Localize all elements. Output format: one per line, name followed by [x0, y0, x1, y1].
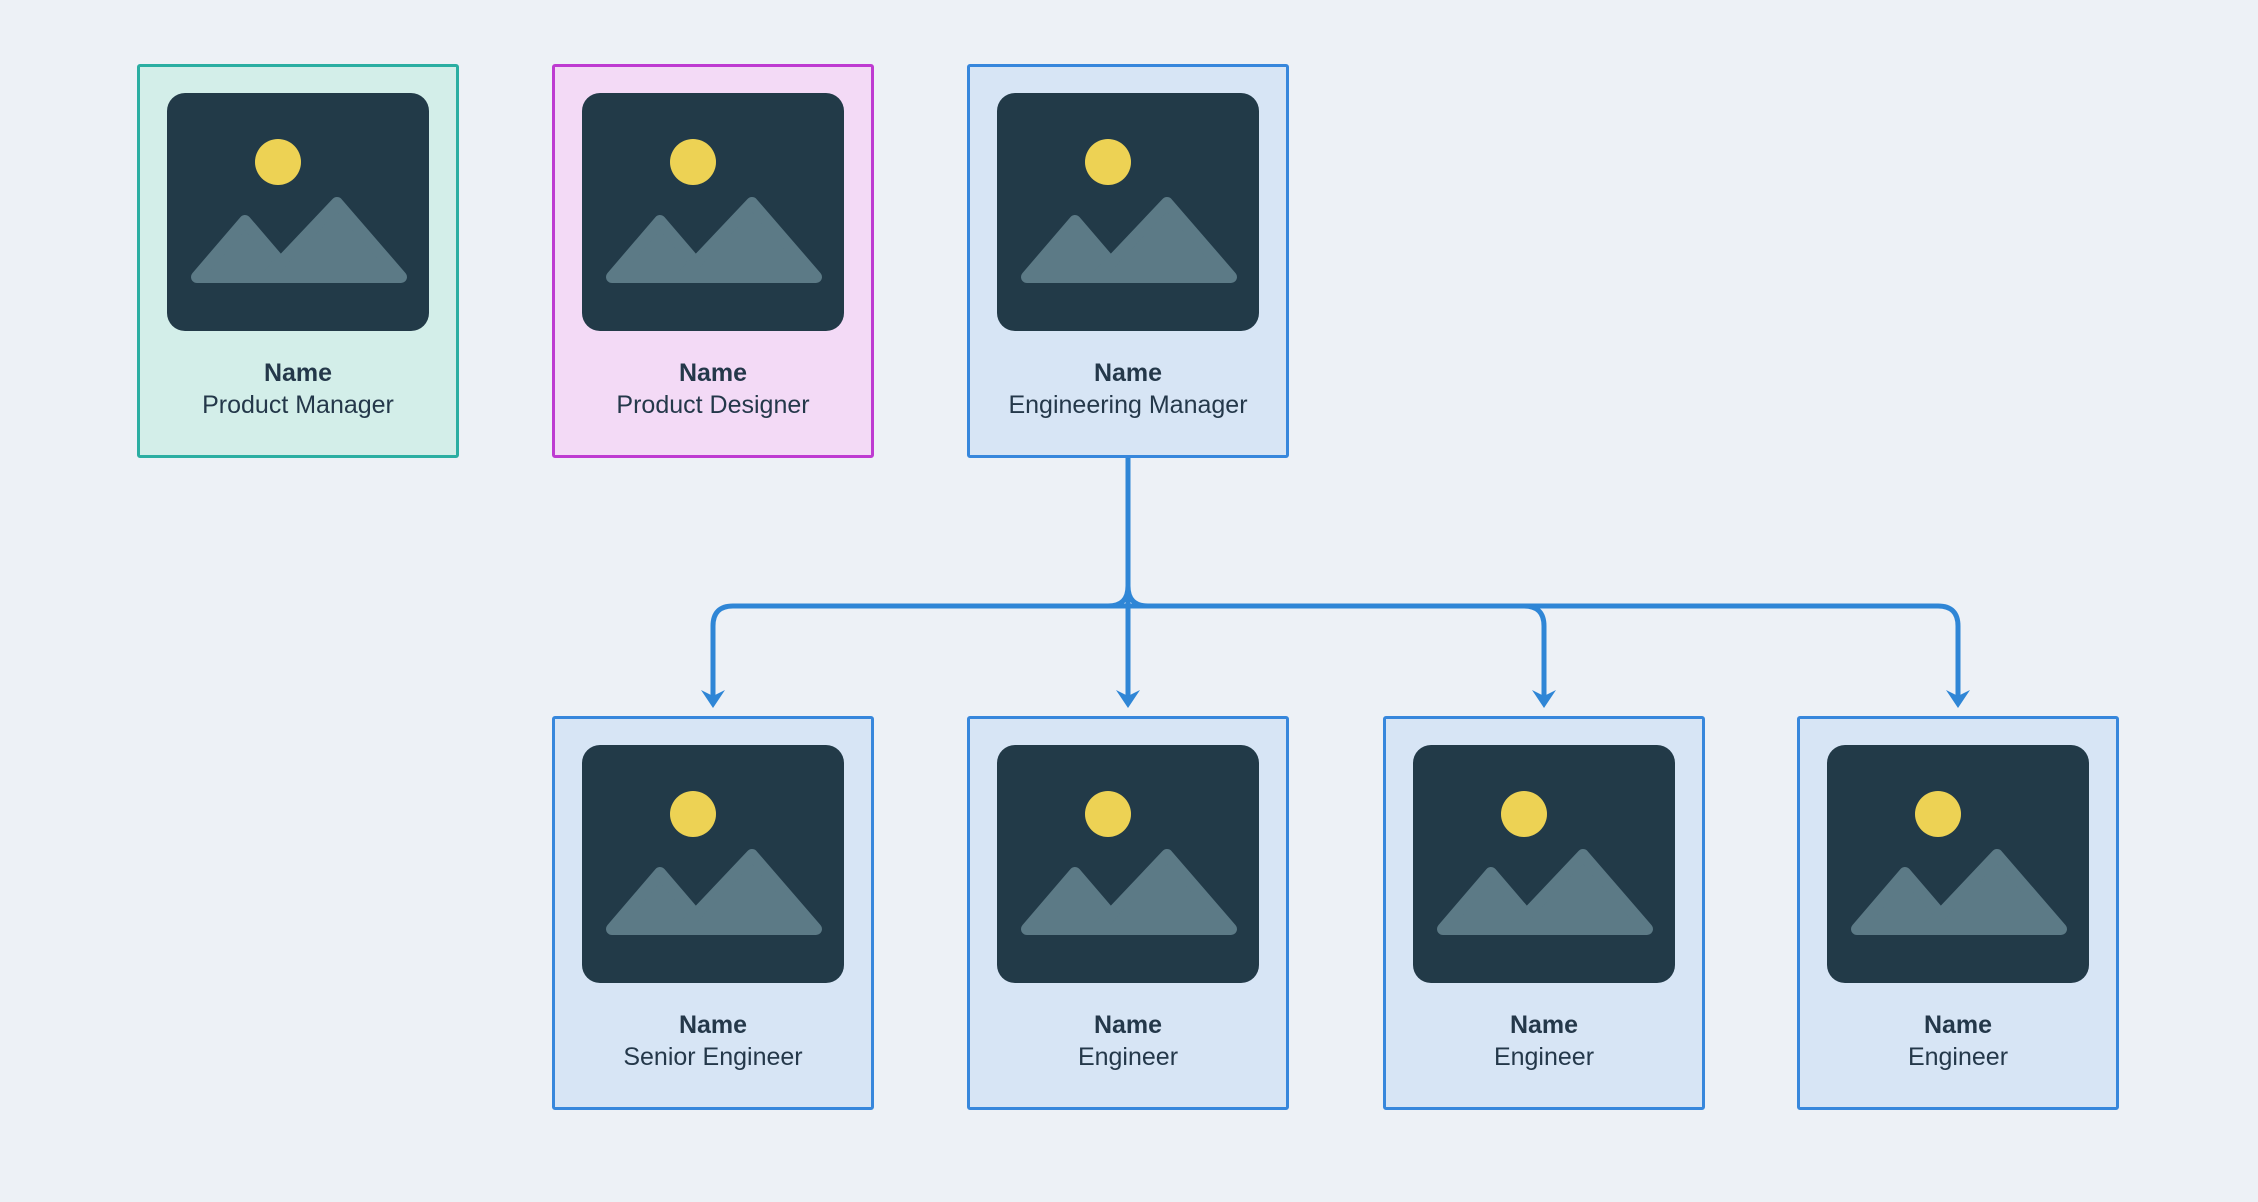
mountain-small-icon: [1437, 867, 1545, 935]
person-card-engineer-3[interactable]: Name Engineer: [1797, 716, 2119, 1110]
image-placeholder-icon: [606, 139, 822, 283]
mountain-small-icon: [191, 215, 299, 283]
mountain-small-icon: [606, 867, 714, 935]
arrowhead-icon: [1532, 690, 1556, 708]
person-name: Name: [678, 359, 748, 387]
person-role: Engineer: [1493, 1043, 1595, 1071]
mountain-small-icon: [1021, 867, 1129, 935]
sun-icon: [670, 791, 716, 837]
image-placeholder: [997, 745, 1259, 983]
mountain-large-icon: [1091, 849, 1237, 935]
image-placeholder-icon: [1437, 791, 1653, 935]
image-placeholder-icon: [191, 139, 407, 283]
image-placeholder-icon: [606, 791, 822, 935]
image-placeholder: [582, 93, 844, 331]
person-role: Product Designer: [616, 391, 810, 419]
mountain-large-icon: [1507, 849, 1653, 935]
connector-path: [1125, 583, 1151, 609]
person-card-senior-engineer[interactable]: Name Senior Engineer: [552, 716, 874, 1110]
person-role: Engineer: [1077, 1043, 1179, 1071]
mountain-large-icon: [676, 849, 822, 935]
person-name: Name: [1923, 1011, 1993, 1039]
mountain-large-icon: [1921, 849, 2067, 935]
image-placeholder-icon: [1851, 791, 2067, 935]
person-card-engineer-1[interactable]: Name Engineer: [967, 716, 1289, 1110]
connector-path: [1105, 583, 1131, 609]
person-card-engineer-2[interactable]: Name Engineer: [1383, 716, 1705, 1110]
person-name: Name: [678, 1011, 748, 1039]
person-name: Name: [1509, 1011, 1579, 1039]
arrowhead-icon: [1116, 690, 1140, 708]
image-placeholder: [582, 745, 844, 983]
image-placeholder: [1827, 745, 2089, 983]
sun-icon: [1085, 791, 1131, 837]
sun-icon: [670, 139, 716, 185]
person-card-product-designer[interactable]: Name Product Designer: [552, 64, 874, 458]
arrowhead-icon: [1946, 690, 1970, 708]
person-name: Name: [1093, 1011, 1163, 1039]
connector-path: [710, 603, 1961, 701]
mountain-large-icon: [261, 197, 407, 283]
sun-icon: [1915, 791, 1961, 837]
sun-icon: [255, 139, 301, 185]
mountain-large-icon: [1091, 197, 1237, 283]
sun-icon: [1501, 791, 1547, 837]
connector-path: [1521, 603, 1547, 701]
person-role: Engineer: [1907, 1043, 2009, 1071]
mountain-small-icon: [1021, 215, 1129, 283]
image-placeholder: [167, 93, 429, 331]
person-card-product-manager[interactable]: Name Product Manager: [137, 64, 459, 458]
person-name: Name: [1093, 359, 1163, 387]
sun-icon: [1085, 139, 1131, 185]
person-role: Senior Engineer: [623, 1043, 803, 1071]
image-placeholder: [1413, 745, 1675, 983]
person-role: Product Manager: [202, 391, 394, 419]
person-card-engineering-manager[interactable]: Name Engineering Manager: [967, 64, 1289, 458]
mountain-large-icon: [676, 197, 822, 283]
image-placeholder-icon: [1021, 139, 1237, 283]
mountain-small-icon: [1851, 867, 1959, 935]
mountain-small-icon: [606, 215, 714, 283]
arrowhead-icon: [701, 690, 725, 708]
image-placeholder: [997, 93, 1259, 331]
image-placeholder-icon: [1021, 791, 1237, 935]
person-name: Name: [263, 359, 333, 387]
person-role: Engineering Manager: [1008, 391, 1248, 419]
